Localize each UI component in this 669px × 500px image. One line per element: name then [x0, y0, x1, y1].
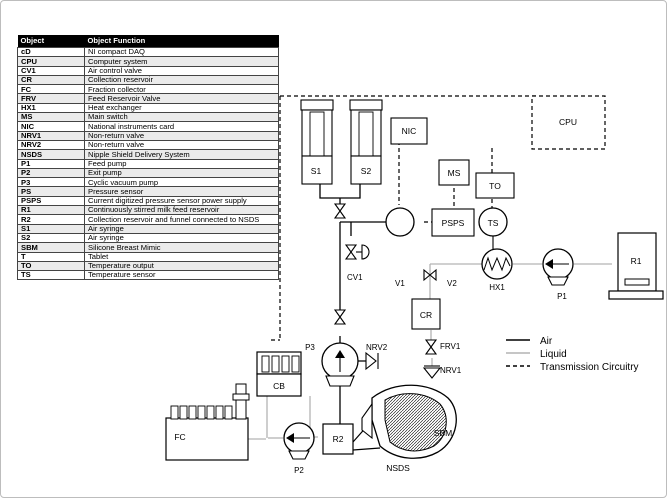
nic-label: NIC	[402, 126, 417, 136]
p2-pump: P2	[283, 422, 315, 475]
ms-label: MS	[448, 168, 461, 178]
cpu-label: CPU	[559, 117, 577, 127]
cv1-label: CV1	[347, 273, 363, 282]
r2-reservoir: R2	[322, 423, 354, 455]
hx1-label: HX1	[489, 283, 505, 292]
cr-block: CR	[411, 298, 441, 330]
psps-label: PSPS	[442, 218, 465, 228]
syringe-s1: S1	[300, 99, 334, 185]
frv1-label: FRV1	[440, 342, 461, 351]
table-header-function: Object Function	[84, 35, 279, 48]
ts-label: TS	[488, 218, 499, 228]
ms-block: MS	[438, 159, 470, 186]
v1-v2-valve-icon: V1 V2	[395, 268, 457, 288]
psps-block: PSPS	[431, 208, 475, 237]
p1-label: P1	[557, 292, 567, 301]
liquid-key-label: Liquid	[540, 349, 567, 360]
ts-sensor: TS	[478, 207, 508, 250]
object-function-cell: Temperature sensor	[84, 270, 279, 281]
table-header-object: Object	[17, 35, 85, 48]
frv1-valve-icon: FRV1	[424, 339, 461, 355]
air-key-label: Air	[540, 336, 553, 347]
p3-label: P3	[305, 343, 315, 352]
p1-pump: P1	[542, 248, 574, 301]
nrv2-valve-icon: NRV2	[365, 343, 388, 371]
cpu-block: CPU	[531, 95, 606, 150]
nsds-sbm-assembly: SBM NSDS	[352, 384, 457, 473]
pressure-sensor-icon	[385, 207, 415, 237]
p2-label: P2	[294, 466, 304, 475]
cv1-valve-icon: CV1	[344, 244, 370, 282]
nsds-label: NSDS	[386, 463, 410, 473]
fc-label: FC	[174, 432, 185, 442]
table-header-row: Object Object Function	[17, 35, 279, 48]
v1-label: V1	[395, 279, 405, 288]
line-key: Air Liquid Transmission Circuitry	[506, 336, 639, 373]
hx1-heat-exchanger: HX1	[481, 248, 513, 292]
syringe-s2: S2	[349, 99, 383, 185]
r1-reservoir: R1	[608, 232, 664, 300]
s2-label: S2	[361, 166, 372, 176]
nic-block: NIC	[390, 117, 428, 145]
p3-vacuum-pump: P3	[305, 342, 359, 387]
s1-label: S1	[311, 166, 322, 176]
cb-block: CB	[256, 351, 302, 397]
nrv2-label: NRV2	[366, 343, 388, 352]
fc-fraction-collector: FC	[165, 383, 250, 461]
r2-label: R2	[333, 434, 344, 444]
to-label: TO	[489, 181, 501, 191]
transmission-key-label: Transmission Circuitry	[540, 362, 639, 373]
nrv1-valve-icon: NRV1	[422, 365, 462, 379]
syringe-valve-icon	[333, 203, 347, 219]
air-lines	[319, 178, 386, 424]
v2-label: V2	[447, 279, 457, 288]
cb-label: CB	[273, 381, 285, 391]
nrv1-label: NRV1	[440, 366, 462, 375]
p3-inlet-valve-icon	[333, 309, 347, 325]
r1-label: R1	[631, 256, 642, 266]
sbm-label: SBM	[434, 428, 452, 438]
cr-label: CR	[420, 310, 432, 320]
to-block: TO	[475, 172, 515, 199]
